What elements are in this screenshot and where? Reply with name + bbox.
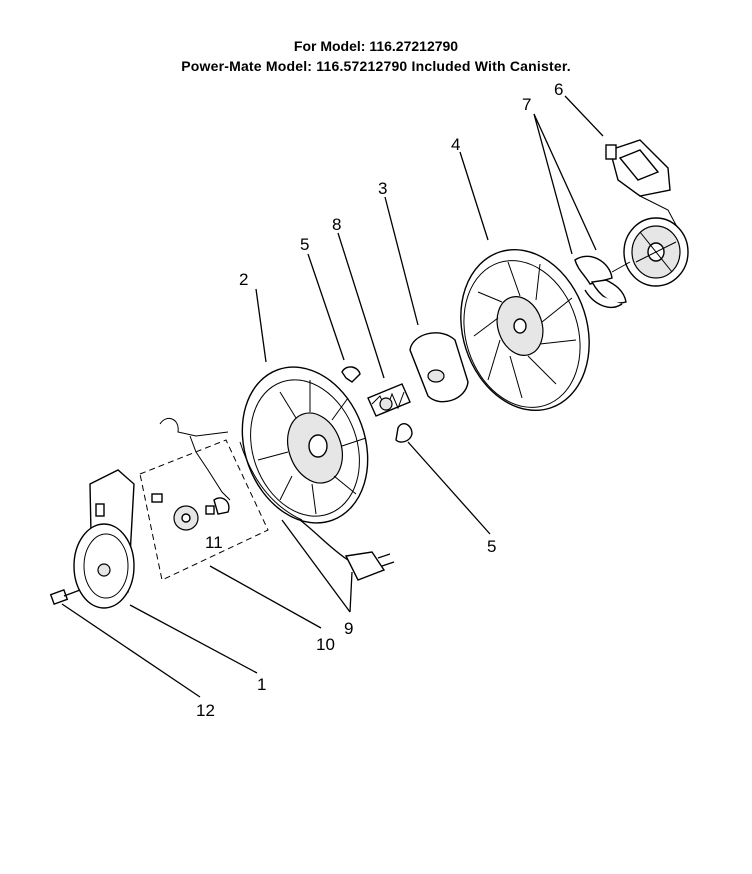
callout-labels: 1 2 3 4 5 5 6 7 8 9 10 11 12 [196,80,563,720]
callout-4: 4 [451,135,460,154]
part-10-contact-assembly [139,417,269,581]
callout-3: 3 [378,179,387,198]
callout-5-lower: 5 [487,537,496,556]
leader-lines [61,95,604,698]
part-2-reel-plate [239,366,369,524]
part-6-cord-bracket [605,139,689,287]
callout-12: 12 [196,701,215,720]
part-4-spokes [473,261,577,399]
callout-7: 7 [522,95,531,114]
part-7-clips [574,255,631,308]
part-4-reel-flange [460,248,590,412]
callout-2: 2 [239,270,248,289]
callout-6: 6 [554,80,563,99]
callout-1: 1 [257,675,266,694]
header-model: For Model: 116.27212790 [293,38,459,54]
part-9-cord-plug [299,519,395,581]
part-5-clip-upper [341,366,361,383]
part-8-spring-assembly [367,383,411,417]
part-5-clip-lower [395,423,413,443]
part-2-spokes [257,380,367,515]
callout-9: 9 [344,619,353,638]
part-12-screw [49,589,81,605]
part-3-hub [409,332,469,403]
header-powermate-model: Power-Mate Model: 116.57212790 Included … [181,58,571,74]
callout-8: 8 [332,215,341,234]
callout-11: 11 [205,533,223,552]
part-1-housing [73,469,135,609]
callout-5-upper: 5 [300,235,309,254]
callout-10: 10 [316,635,335,654]
